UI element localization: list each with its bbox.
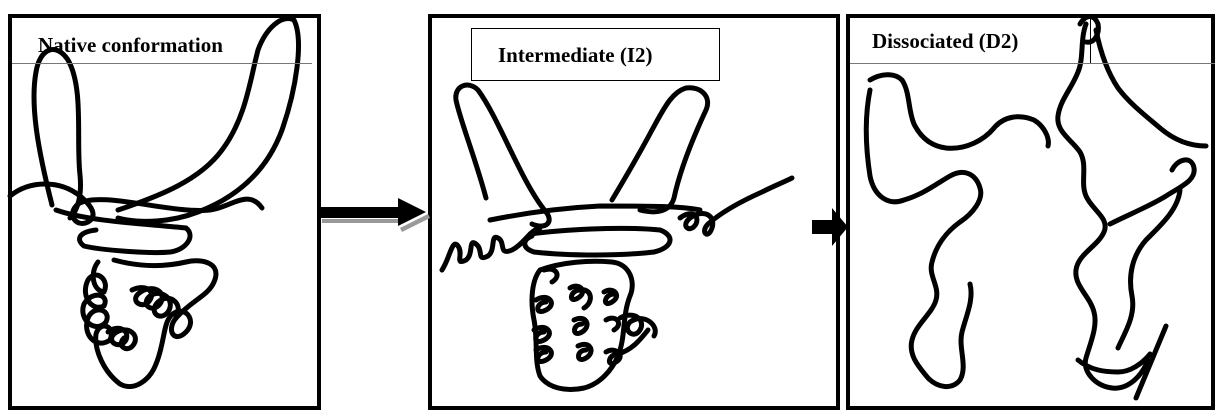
- dissociated-protein-drawing: [866, 17, 1206, 399]
- intermediate-protein-drawing: [442, 85, 792, 389]
- native-helix-coils-2: [108, 328, 135, 348]
- intermediate-right-coil: [680, 178, 792, 234]
- dissociated-strand-top-left: [870, 75, 1048, 149]
- label-dissociated: Dissociated (D2): [850, 18, 1215, 64]
- intermediate-band: [490, 206, 700, 220]
- intermediate-helix-coils-2: [570, 286, 591, 359]
- intermediate-mid-band: [525, 228, 670, 255]
- intermediate-left-arm: [456, 85, 549, 226]
- label-native-conformation: Native conformation: [12, 18, 312, 64]
- label-intermediate: Intermediate (I2): [471, 28, 720, 81]
- native-mid-band: [56, 210, 190, 253]
- intermediate-right-arm: [612, 88, 708, 212]
- dissociated-strand-right: [1058, 24, 1148, 388]
- arrow-native-to-intermediate: [320, 198, 430, 232]
- native-helix-domain: [83, 260, 216, 387]
- intermediate-helix-coils: [534, 269, 557, 361]
- native-protein-drawing: [10, 19, 298, 387]
- arrow-intermediate-to-dissociated: [812, 208, 848, 246]
